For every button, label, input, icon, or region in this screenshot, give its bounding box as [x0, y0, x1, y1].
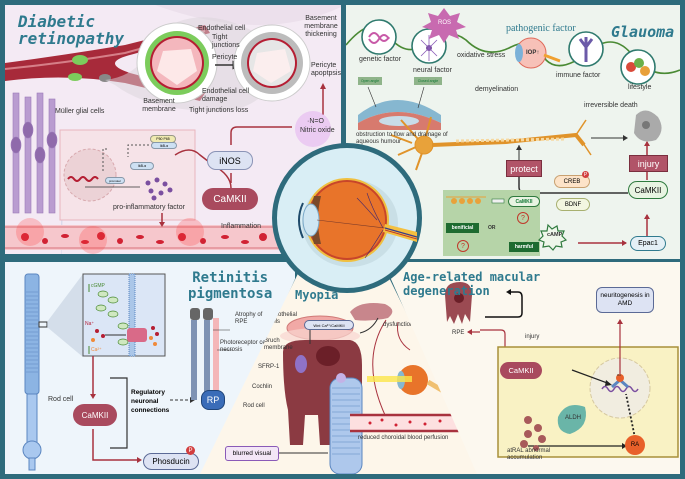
or-label: OR [488, 225, 496, 231]
rp-title: Retinitis pigmentosa [188, 270, 272, 302]
regulatory-label: Regulatory neuronal connections [131, 388, 169, 415]
myopia-title: Myopia [295, 288, 339, 302]
amd-title: Age-related macular degeneration [403, 270, 540, 298]
aldh-label: ALDH [565, 415, 582, 421]
eye-anatomy-icon [298, 178, 417, 267]
label-pericyte-apoptosis: Pericyte apoptpsis [311, 62, 341, 78]
label-endothelial-damage: Endothelial cell damage [202, 88, 250, 104]
label-basement-membrane: Basement membrane [142, 98, 176, 114]
center-eye-circle [272, 143, 422, 293]
inos-node: iNOS [207, 151, 253, 170]
neuritogenesis-node: neuritogenesis in AMD [596, 287, 654, 313]
rp-title-line1: Retinitis [192, 270, 269, 286]
label-obstruction: obstruction to flow and drainage of aque… [356, 132, 448, 145]
diabetic-title-line2: retinopathy [18, 29, 124, 48]
epac1-node: Epac1 [630, 236, 666, 251]
na-label: Na⁺ [85, 321, 95, 327]
glaucoma-illustration [346, 8, 680, 256]
factor-genetic: genetic factor [359, 56, 402, 63]
camkii-node-amd: CaMKII [500, 362, 542, 379]
factor-neural: neural factor [413, 67, 452, 74]
amd-title-line1: Age-related macular [403, 270, 541, 284]
atral-label: atRAL abnormal accumulation [507, 448, 551, 461]
amd-title-line2: degeneration [403, 284, 490, 298]
harmful-bubble: harmful [509, 242, 539, 252]
label-pathogenic: pathogenic factor [506, 23, 576, 34]
injury-box: injury [629, 155, 668, 172]
label-cochlin: Cochlin [252, 384, 273, 390]
camkii-node-glaucoma: CaMKII [628, 181, 668, 199]
label-pro-inflammatory: pro-inflammatory factor [113, 204, 185, 211]
label-nitric-formula: ·N=O [307, 118, 324, 125]
wnt-pathway-node: Wnt Ca²⁺/CaMKII [304, 320, 354, 330]
rpe-label: RPE [452, 330, 465, 336]
promoter: promoter [105, 177, 125, 184]
closed-angle-tag: Closed angle [414, 77, 442, 85]
rp-title-line2: pigmentosa [188, 286, 273, 302]
diabetic-title-line1: Diabetic [18, 12, 96, 31]
label-tight-junctions-loss: Tight junctions loss [189, 107, 249, 114]
atrophy-label: Atrophy of RPE [235, 312, 263, 325]
myopia-illustration [265, 303, 485, 474]
label-reduced-perfusion: reduced choroidal blood perfusion [358, 435, 449, 441]
label-muller: Müller glial cells [55, 108, 105, 115]
regulatory-line1: Regulatory [131, 389, 165, 396]
factor-iop: IOP↑ [526, 50, 540, 56]
diabetic-illustration [5, 5, 341, 254]
rod-cell-label: Rod cell [48, 396, 74, 403]
label-irreversible: irreversible death [584, 102, 638, 109]
ca-label: Ca²⁺ [91, 347, 102, 353]
label-dysfunction: dysfunction [383, 322, 414, 328]
label-nitric-oxide: Nitric oxide [300, 127, 335, 134]
label-rod-cell-myopia: Rod cell [243, 403, 265, 409]
cgmp-label: cGMP [91, 283, 105, 289]
creb-phospho: P [582, 171, 589, 178]
label-demyelination: demyelination [475, 86, 519, 93]
camp-label: cAMP [547, 232, 563, 238]
question-icon: ? [457, 240, 469, 252]
open-angle-tag: Open angle [358, 77, 382, 85]
camkii-small: CaMKII [508, 196, 540, 207]
rp-illustration [22, 273, 233, 471]
label-bm-thickening: Basement membrane thickening [304, 15, 338, 39]
protect-box: protect [506, 160, 542, 177]
label-pericyte: Pericyte [212, 54, 238, 61]
diabetic-retinopathy-panel: Diabetic retinopathy Endothelial cell Ti… [5, 5, 341, 254]
label-tight-junctions: Tight junctions [212, 34, 240, 50]
beneficial-bubble: benificial [446, 223, 479, 233]
ra-node: RA [625, 435, 645, 455]
glaucoma-panel: Glauoma pathogenic factor ROS genetic fa… [346, 5, 680, 259]
phosducin-phospho: P [186, 446, 195, 455]
diabetic-title: Diabetic retinopathy [18, 13, 124, 47]
glaucoma-title: Glauoma [611, 23, 675, 41]
ra-small-label: RA [617, 373, 622, 377]
necrosis-label: Photoreceptor cell necrosis [220, 340, 269, 353]
injury-label-amd: injury [525, 334, 540, 340]
ros-label: ROS [438, 20, 452, 26]
factor-immune: immune factor [556, 72, 601, 79]
rp-badge: RP [201, 390, 225, 410]
question-icon: ? [517, 212, 529, 224]
ikba-complex: IkB-α [151, 142, 177, 149]
blurred-visual-box: blurred visual [225, 446, 279, 461]
label-endothelial-cell: Endothelial cell [198, 25, 246, 32]
factor-oxidative: oxidative stress [457, 52, 506, 59]
creb-node: CREB [554, 175, 590, 188]
label-bruch: Bruch membrane [264, 338, 293, 351]
label-inflammation: Inflammation [221, 223, 262, 230]
bdnf-node: BDNF [556, 198, 590, 211]
factor-lifestyle: lifestyle [628, 84, 652, 91]
regulatory-line3: connections [131, 407, 170, 414]
phosducin-node: Phosducin [143, 453, 199, 470]
camkii-node-rp: CaMKII [73, 404, 117, 426]
ikba-free: IkB-α [130, 162, 154, 170]
regulatory-line2: neuronal [131, 398, 159, 405]
camkii-node: CaMKII [202, 188, 258, 210]
label-sfrp: SFRP-1 [258, 364, 280, 370]
